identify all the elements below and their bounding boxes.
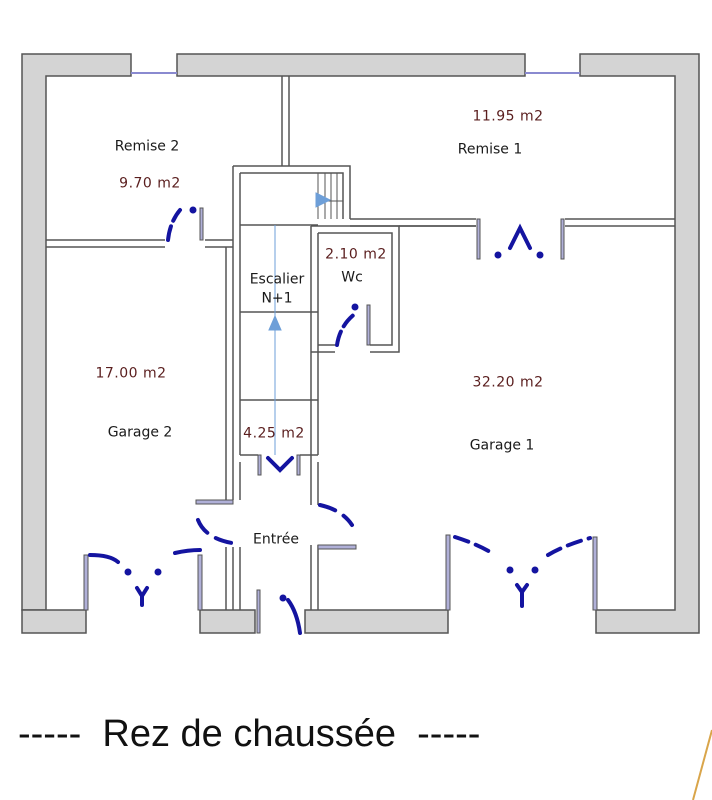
room-area: 2.10 m2 xyxy=(325,246,387,263)
room-name: Garage 2 xyxy=(107,424,173,441)
door-jambs xyxy=(83,207,598,634)
interior-walls xyxy=(46,76,675,610)
room-name: Wc xyxy=(341,269,363,286)
door-swings xyxy=(88,206,592,635)
stairs-arrow-icon xyxy=(268,192,332,455)
room-name: Remise 2 xyxy=(114,138,180,155)
room-area: 17.00 m2 xyxy=(95,365,167,382)
exterior-walls xyxy=(21,53,700,634)
floor-caption: ----- Rez de chaussée ----- xyxy=(18,713,481,755)
room-name: Remise 1 xyxy=(457,141,523,158)
room-subtitle: N+1 xyxy=(261,290,293,307)
room-name: Entrée xyxy=(253,531,299,548)
room-area: 9.70 m2 xyxy=(119,175,181,192)
room-area: 32.20 m2 xyxy=(472,374,544,391)
room-area: 4.25 m2 xyxy=(243,425,305,442)
room-name: Garage 1 xyxy=(469,437,535,454)
room-name: Escalier xyxy=(249,271,305,288)
room-area: 11.95 m2 xyxy=(472,108,544,125)
